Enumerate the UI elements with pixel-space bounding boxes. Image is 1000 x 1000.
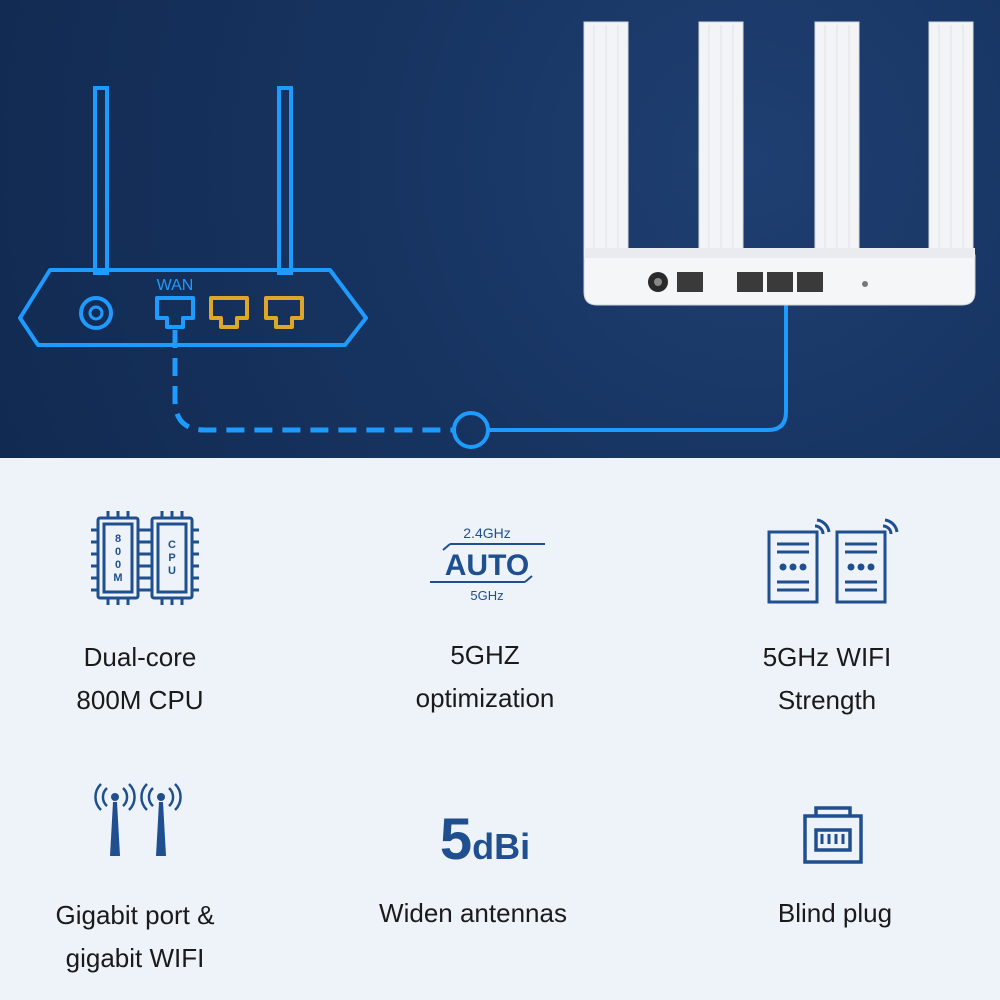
outline-antenna-right (277, 86, 293, 275)
chip-char: C (168, 539, 176, 551)
feature-plug-line1: Blind plug (777, 898, 893, 928)
dbi-value-icon: 5dBi (335, 810, 635, 880)
feature-antenna-line2: gigabit WIFI (65, 943, 205, 973)
band-top-text: 2.4GHz (463, 525, 510, 541)
band-bottom-text: 5GHz (470, 588, 503, 603)
wifi-router-icon (767, 518, 899, 604)
chip-char: U (168, 565, 176, 577)
feature-antenna-line1: Gigabit port & (55, 900, 215, 930)
feature-wifi-line2: Strength (777, 685, 877, 715)
feature-plug-label: Blind plug (685, 892, 985, 935)
diagram-svg: WAN (18, 21, 976, 449)
dbi-unit: dBi (472, 826, 531, 867)
wan-label: WAN (157, 277, 194, 294)
feature-cpu-label: Dual-core 800M CPU (0, 636, 290, 722)
power-port-icon (79, 296, 113, 330)
chip-char: 0 (115, 546, 121, 558)
antenna-signal-icon (94, 783, 182, 856)
dbi-number: 5 (439, 807, 473, 872)
chip-char: 8 (115, 533, 121, 545)
feature-cpu-line2: 800M CPU (76, 685, 204, 715)
feature-band-line1: 5GHZ (450, 640, 520, 670)
outline-router-body (18, 268, 368, 347)
outline-antenna-left (93, 86, 109, 275)
chip-char: M (113, 572, 122, 584)
feature-wifi-label: 5GHz WIFI Strength (677, 636, 977, 722)
chip-char: P (168, 552, 175, 564)
wan-port-icon (155, 296, 195, 329)
feature-dbi-label: Widen antennas (323, 892, 623, 935)
feature-dbi-line1: Widen antennas (379, 898, 567, 928)
chip-char: 0 (115, 559, 121, 571)
router-photo (583, 21, 976, 306)
cable-connector-ring (452, 411, 490, 449)
feature-band-line2: optimization (415, 683, 555, 713)
feature-cpu-line1: Dual-core (83, 642, 197, 672)
cpu-chip-icon: 8 0 0 M C P U (91, 511, 199, 605)
feature-band-label: 5GHZ optimization (335, 634, 635, 720)
band-auto-text: AUTO (445, 549, 529, 582)
features-section: 8 0 0 M C P U Dual-core 800M CPU 2.4GHz … (0, 458, 1000, 1000)
lan-port-icon-2 (264, 296, 304, 329)
feature-antenna-label: Gigabit port & gigabit WIFI (0, 894, 285, 980)
feature-wifi-line1: 5GHz WIFI (762, 642, 892, 672)
lan-port-icon-1 (209, 296, 249, 329)
router-connection-diagram: WAN (0, 0, 1000, 458)
band-auto-icon: 2.4GHz AUTO 5GHz (430, 525, 545, 603)
dashed-cable (172, 330, 455, 433)
ethernet-port-icon (803, 806, 863, 864)
solid-cable (488, 290, 788, 432)
